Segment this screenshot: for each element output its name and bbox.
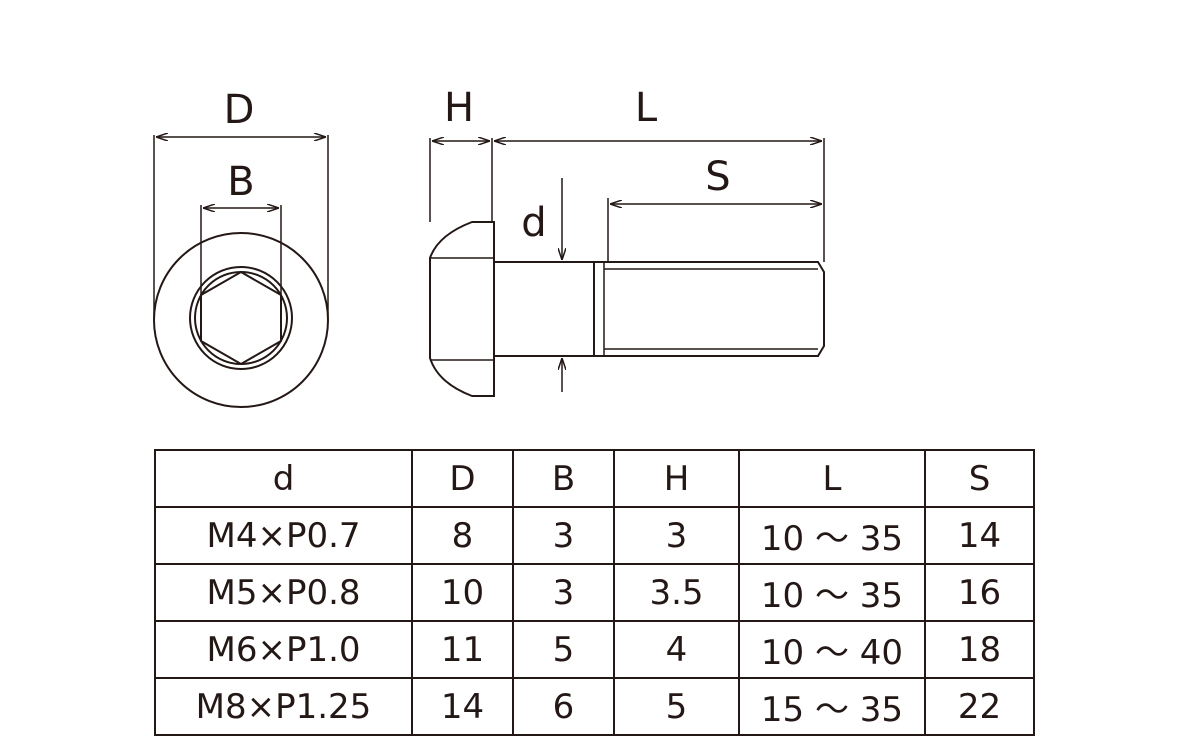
cell-H: 3	[613, 506, 740, 565]
cell-H: 5	[613, 677, 740, 736]
cell-S: 16	[924, 563, 1035, 622]
cell-H: 3.5	[613, 563, 740, 622]
label-D: D	[224, 87, 255, 133]
header-S: S	[924, 449, 1035, 508]
cell-D: 10	[411, 563, 514, 622]
header-d: d	[154, 449, 413, 508]
cell-L: 10 〜 40	[738, 620, 926, 679]
table-row: M6×P1.0 11 5 4 10 〜 40 18	[154, 620, 1035, 679]
label-L: L	[635, 85, 658, 131]
cell-d: M6×P1.0	[154, 620, 413, 679]
table-row: M5×P0.8 10 3 3.5 10 〜 35 16	[154, 563, 1035, 622]
table-row: M8×P1.25 14 6 5 15 〜 35 22	[154, 677, 1035, 736]
socket-circle-inner	[194, 271, 288, 365]
side-view	[429, 138, 825, 397]
bolt-thread	[594, 261, 825, 357]
cell-d: M8×P1.25	[154, 677, 413, 736]
label-S: S	[705, 154, 730, 200]
cell-D: 8	[411, 506, 514, 565]
cell-S: 14	[924, 506, 1035, 565]
spec-table: d D B H L S M4×P0.7 8 3 3 10 〜 35 14 M5×…	[154, 449, 1035, 736]
cell-L: 15 〜 35	[738, 677, 926, 736]
header-D: D	[411, 449, 514, 508]
header-L: L	[738, 449, 926, 508]
label-B: B	[227, 159, 254, 205]
cell-B: 6	[512, 677, 615, 736]
table-header-row: d D B H L S	[154, 449, 1035, 508]
header-B: B	[512, 449, 615, 508]
label-d: d	[521, 200, 546, 246]
top-view	[153, 135, 329, 408]
cell-d: M4×P0.7	[154, 506, 413, 565]
cell-L: 10 〜 35	[738, 563, 926, 622]
cell-D: 11	[411, 620, 514, 679]
bolt-shank	[494, 261, 595, 357]
socket-circle-outer	[189, 266, 293, 370]
head-outer-circle	[153, 232, 329, 408]
cell-d: M5×P0.8	[154, 563, 413, 622]
bolt-head	[429, 221, 495, 397]
cell-B: 5	[512, 620, 615, 679]
cell-B: 3	[512, 563, 615, 622]
cell-L: 10 〜 35	[738, 506, 926, 565]
label-H: H	[444, 85, 474, 131]
cell-S: 18	[924, 620, 1035, 679]
header-H: H	[613, 449, 740, 508]
cell-H: 4	[613, 620, 740, 679]
cell-B: 3	[512, 506, 615, 565]
bolt-technical-drawing: D B H L S d	[153, 85, 825, 408]
cell-S: 22	[924, 677, 1035, 736]
hex-socket	[200, 270, 282, 366]
cell-D: 14	[411, 677, 514, 736]
table-row: M4×P0.7 8 3 3 10 〜 35 14	[154, 506, 1035, 565]
